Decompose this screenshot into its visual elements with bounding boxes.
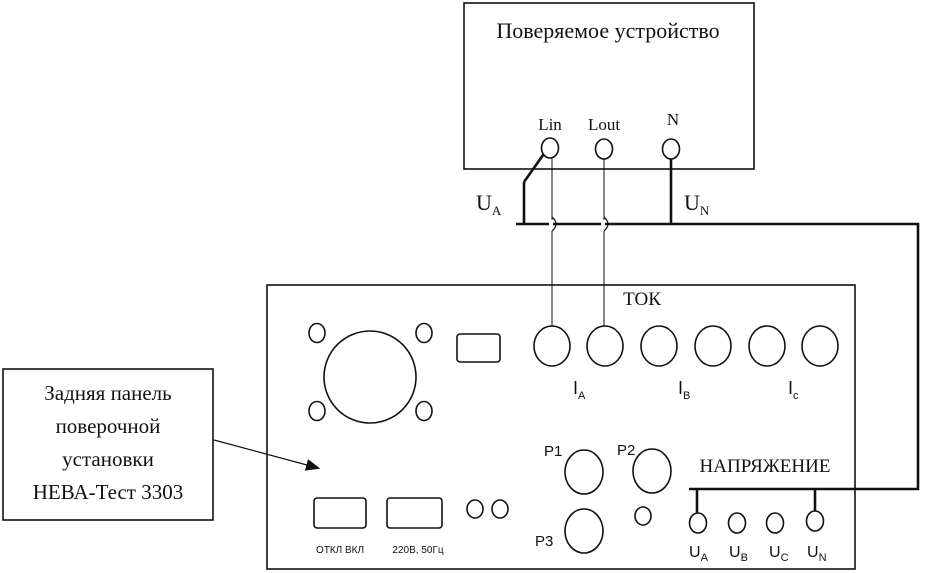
mount-hole-br [415, 400, 433, 422]
small-socket [634, 506, 652, 526]
p3-label: P3 [535, 533, 553, 550]
ua-terminal-label: UA [689, 544, 709, 564]
p2-socket [632, 448, 672, 494]
p3-socket [564, 508, 604, 554]
ia-label: IA [573, 378, 586, 402]
power-switch [313, 497, 367, 529]
ib-socket-1 [640, 325, 678, 367]
ua-wire-label: UA [476, 190, 502, 218]
device-title: Поверяемое устройство [496, 18, 719, 43]
terminal-lout-socket [594, 138, 614, 160]
ub-terminal [727, 512, 747, 534]
ib-socket-2 [694, 325, 732, 367]
device-under-test-box [463, 2, 755, 170]
ic-label: Ic [788, 378, 799, 402]
callout-arrow [213, 439, 321, 471]
power-inlet [386, 497, 443, 529]
mount-hole-tl [308, 322, 326, 344]
fuse-holder-2 [491, 499, 509, 519]
callout-line-2: поверочной [56, 414, 161, 438]
ib-label: IB [678, 378, 690, 402]
ia-wire-crossover [551, 216, 557, 232]
mount-hole-tr [415, 322, 433, 344]
current-section-label: ТОК [623, 289, 661, 310]
terminal-n-label: N [667, 110, 679, 129]
voltage-section-label: НАПРЯЖЕНИЕ [700, 456, 831, 477]
p1-socket [564, 449, 604, 495]
power-label: 220В, 50Гц [392, 545, 443, 556]
ia-socket-1 [533, 325, 571, 367]
ic-socket-1 [748, 325, 786, 367]
fuse-holder-1 [466, 499, 484, 519]
callout-line-4: НЕВА-Тест 3303 [33, 480, 183, 504]
terminal-lin-socket [540, 137, 560, 159]
rectangular-port [456, 333, 501, 363]
un-terminal-label: UN [807, 544, 827, 564]
un-terminal [805, 510, 825, 532]
uc-terminal-label: UC [769, 544, 789, 564]
p2-label: P2 [617, 442, 635, 459]
terminal-lin-label: Lin [538, 115, 562, 134]
uc-terminal [765, 512, 785, 534]
p1-label: P1 [544, 443, 562, 460]
callout-box [2, 368, 214, 521]
ua-terminal [688, 512, 708, 534]
callout-line-3: установки [62, 447, 154, 471]
ic-socket-2 [801, 325, 839, 367]
lout-wire-crossover [603, 216, 609, 232]
switch-label: ОТКЛ ВКЛ [316, 545, 364, 556]
mount-hole-bl [308, 400, 326, 422]
terminal-lout-label: Lout [588, 115, 620, 134]
ia-socket-2 [586, 325, 624, 367]
ub-terminal-label: UB [729, 544, 748, 564]
un-wire-label: UN [684, 190, 710, 218]
rear-panel-box [266, 284, 856, 570]
callout-line-1: Задняя панель [44, 381, 172, 405]
large-connector [323, 330, 417, 424]
terminal-n-socket [661, 138, 681, 160]
